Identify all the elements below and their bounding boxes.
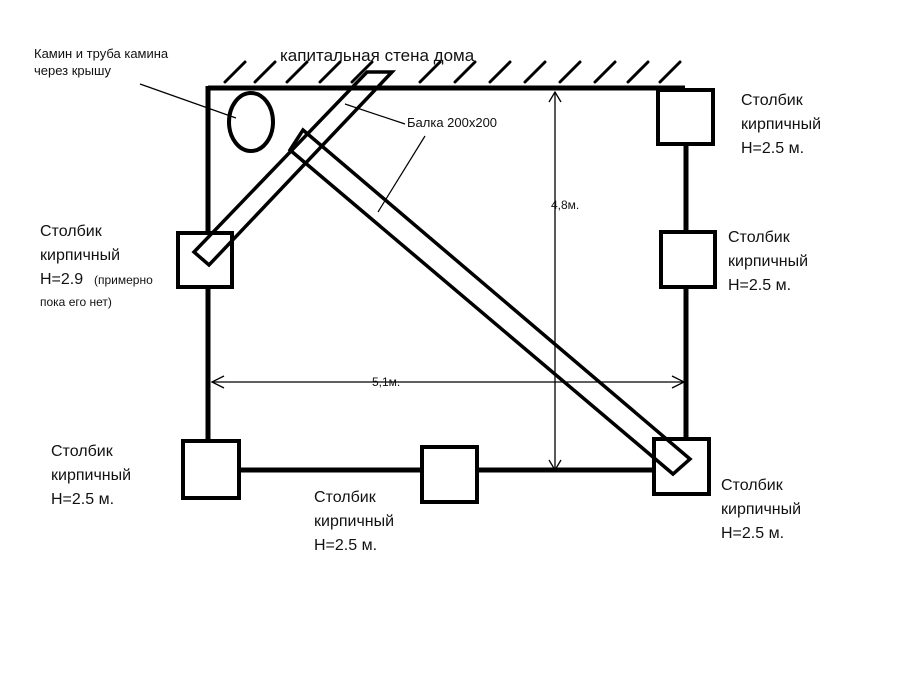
fireplace-leader — [139, 83, 237, 119]
post-left — [176, 231, 234, 289]
post-bottom-mid-label: Столбик кирпичный H=2.5 м. — [314, 486, 394, 558]
post-bottom-right — [652, 437, 711, 496]
beam-short — [191, 70, 397, 268]
beam-long — [287, 127, 693, 477]
post-top-right — [656, 88, 715, 146]
fireplace-label-line-2: через крышу — [34, 63, 111, 78]
wall-hatching — [223, 60, 682, 84]
post-label-line: кирпичный — [741, 116, 822, 133]
beam-leader-2 — [377, 135, 426, 213]
post-label-line: H=2.5 м. — [314, 537, 378, 554]
frame-outline — [205, 85, 689, 473]
brick-posts — [176, 88, 717, 504]
post-label-line: Столбик — [728, 229, 790, 246]
post-top-right-label: Столбик кирпичный H=2.5 м. — [741, 89, 821, 161]
post-label-line: H=2.5 м. — [721, 525, 785, 542]
post-label-line: кирпичный — [51, 467, 132, 484]
post-label-line: кирпичный — [721, 501, 802, 518]
post-label-line: Столбик — [721, 477, 783, 494]
post-label-line: кирпичный — [314, 513, 395, 530]
post-bottom-right-label: Столбик кирпичный H=2.5 м. — [721, 474, 801, 546]
post-left-note-1: (примерно — [94, 273, 153, 287]
fireplace-label-line-1: Камин и труба камина — [34, 46, 169, 61]
post-label-line: Столбик — [741, 92, 803, 109]
wall-label: капитальная стена дома — [280, 46, 475, 65]
post-label-line: кирпичный — [728, 253, 809, 270]
post-mid-right-label: Столбик кирпичный H=2.5 м. — [728, 226, 808, 298]
beam-label: Балка 200х200 — [407, 115, 498, 130]
post-bottom-left-label: Столбик кирпичный H=2.5 м. — [51, 440, 131, 512]
post-label-line: Столбик — [51, 443, 113, 460]
post-label-line: H=2.5 м. — [51, 491, 115, 508]
dimension-width — [210, 375, 686, 389]
post-label-line: H=2.9 — [40, 271, 84, 288]
post-left-label: Столбик кирпичный H=2.9 — [40, 220, 120, 292]
fireplace-circle — [227, 91, 275, 153]
post-mid-right — [659, 230, 717, 289]
post-label-line: H=2.5 м. — [728, 277, 792, 294]
post-label-line: Столбик — [40, 223, 102, 240]
dimension-height — [548, 90, 562, 472]
post-left-note-2: пока его нет) — [40, 295, 112, 309]
fireplace-label: Камин и труба камина через крышу — [34, 45, 168, 79]
post-label-line: H=2.5 м. — [741, 140, 805, 157]
post-label-line: Столбик — [314, 489, 376, 506]
post-label-line: кирпичный — [40, 247, 121, 264]
width-dimension-label: 5,1м. — [372, 375, 401, 389]
height-dimension-label: 4,8м. — [551, 198, 580, 212]
post-bottom-left — [181, 439, 241, 500]
post-bottom-mid — [420, 445, 479, 504]
beam-leader-1 — [344, 103, 406, 125]
